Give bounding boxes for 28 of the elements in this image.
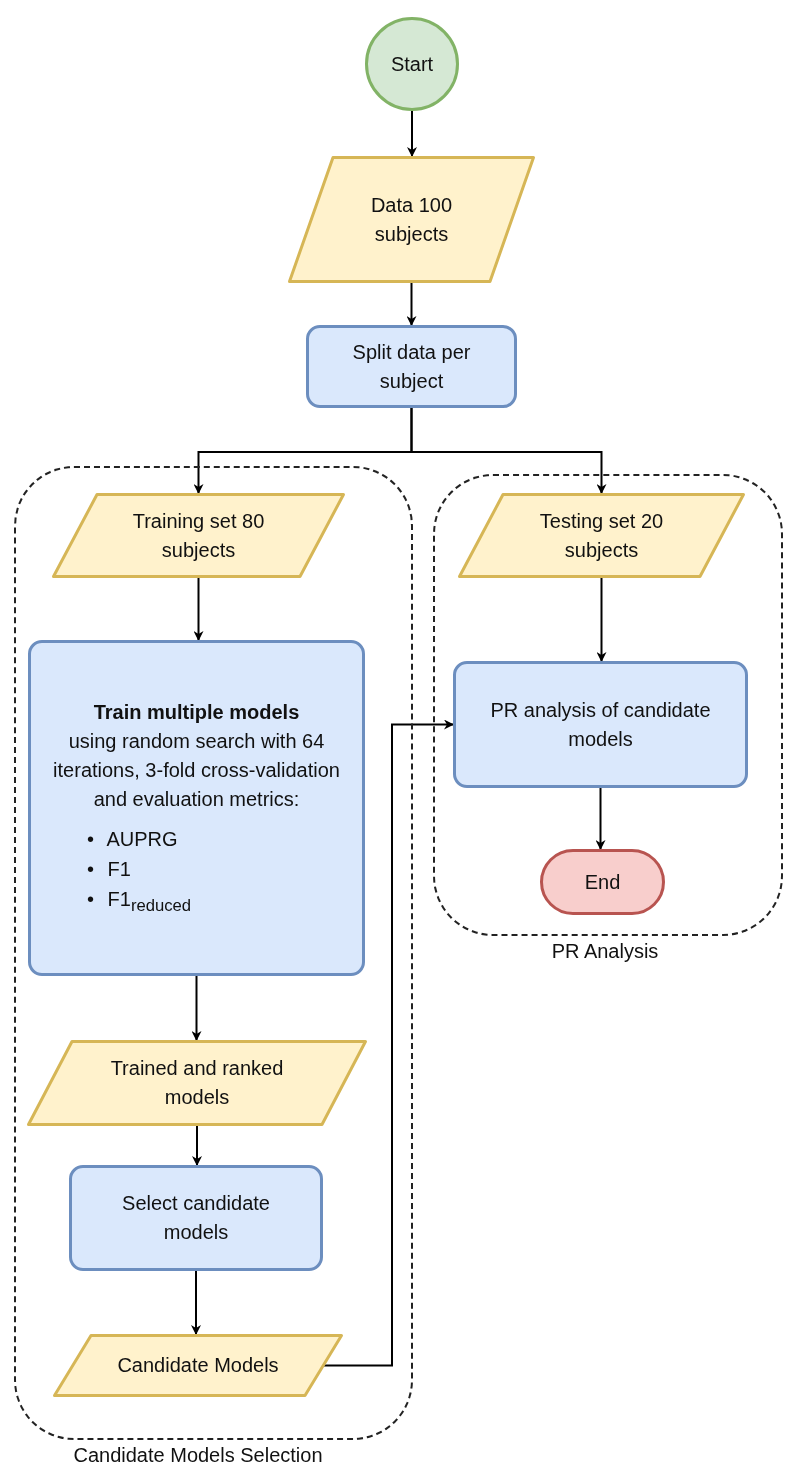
arrow (595, 787, 606, 850)
box-description: using random search with 64 iterations, 3-fold cross-validation and evaluation metrics: (52, 729, 341, 812)
shape-label: Data 100 subjects (369, 192, 454, 247)
arrow (193, 577, 204, 641)
start-circle: Start (365, 17, 459, 111)
shape-label: Candidate Models (117, 1353, 279, 1378)
arrow (323, 719, 454, 1367)
arrow (410, 407, 607, 494)
arrow (406, 282, 417, 326)
shape-label: Testing set 20 subjects (538, 508, 665, 563)
bullet-item: • AUPRG (87, 827, 179, 852)
box-heading: Train multiple models (93, 700, 300, 725)
terminator-shape: End (540, 849, 665, 915)
arrow (192, 1125, 202, 1166)
arrow (191, 1270, 201, 1335)
process-box: Split data per subject (306, 325, 517, 408)
arrow (191, 975, 202, 1041)
arrow (407, 110, 417, 157)
group-caption: PR Analysis (551, 940, 659, 963)
bullet-item: • F1 (87, 857, 132, 882)
process-box: Select candidate models (69, 1165, 323, 1271)
shape-label: Training set 80 subjects (131, 508, 266, 563)
group-caption: Candidate Models Selection (73, 1444, 323, 1467)
process-box: PR analysis of candidate models (453, 661, 748, 788)
shape-label: Trained and ranked models (109, 1056, 285, 1110)
process-box (28, 640, 365, 976)
bullet-item: • F1$_{reduced}$ (87, 887, 192, 917)
arrow (596, 577, 607, 662)
